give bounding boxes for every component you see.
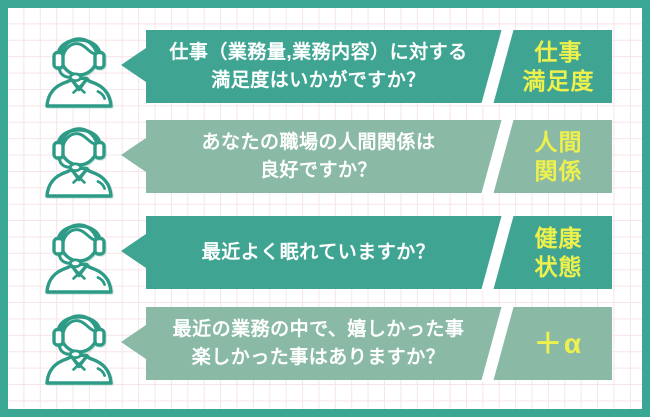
category-label: 仕事 満足度 (493, 30, 612, 103)
category-label-line: 仕事 (534, 38, 583, 65)
call-center-operator-icon (45, 127, 113, 198)
question-line: 満足度はいかがですか？ (211, 69, 426, 91)
category-label-line: ＋α (533, 328, 584, 359)
category-label-line: 満足度 (522, 67, 595, 94)
question-line: 楽しかった事はありますか？ (191, 346, 446, 368)
question-line: 最近の業務の中で、嬉しかった事 (172, 318, 465, 340)
question-bubble: 最近の業務の中で、嬉しかった事 楽しかった事はありますか？ (121, 307, 502, 380)
category-label-line: 人間 (534, 128, 583, 155)
call-center-operator-icon (45, 223, 113, 294)
category-label: 健康 状態 (493, 216, 612, 289)
survey-row-1: 仕事（業務量,業務内容）に対する 満足度はいかがですか？ 仕事 満足度 (0, 29, 650, 108)
category-label-line: 関係 (534, 157, 583, 184)
question-bubble: 最近よく眠れていますか？ (121, 216, 502, 289)
question-line: 仕事（業務量,業務内容）に対する (169, 41, 468, 63)
call-center-operator-icon (45, 314, 113, 385)
question-line: 最近よく眠れていますか？ (201, 241, 436, 263)
category-label: 人間 関係 (493, 120, 612, 193)
question-bubble: 仕事（業務量,業務内容）に対する 満足度はいかがですか？ (121, 30, 502, 103)
category-label-line: 状態 (534, 253, 583, 280)
call-center-operator-icon (45, 37, 113, 108)
survey-row-4: 最近の業務の中で、嬉しかった事 楽しかった事はありますか？ ＋α (0, 306, 650, 385)
question-line: あなたの職場の人間関係は (201, 131, 436, 153)
question-bubble: あなたの職場の人間関係は 良好ですか？ (121, 120, 502, 193)
question-line: 良好ですか？ (259, 159, 377, 181)
category-label-line: 健康 (534, 224, 583, 251)
survey-row-3: 最近よく眠れていますか？ 健康 状態 (0, 215, 650, 294)
category-label: ＋α (493, 307, 612, 380)
survey-row-2: あなたの職場の人間関係は 良好ですか？ 人間 関係 (0, 119, 650, 198)
